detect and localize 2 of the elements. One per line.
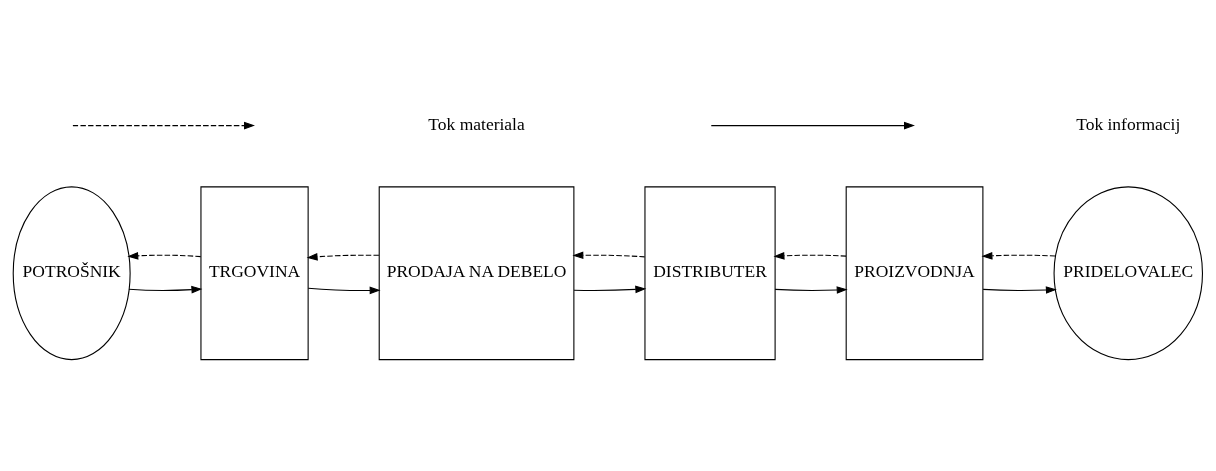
legend-label: Tok materiala (428, 113, 525, 134)
legend-label: Tok informacij (1076, 113, 1181, 134)
